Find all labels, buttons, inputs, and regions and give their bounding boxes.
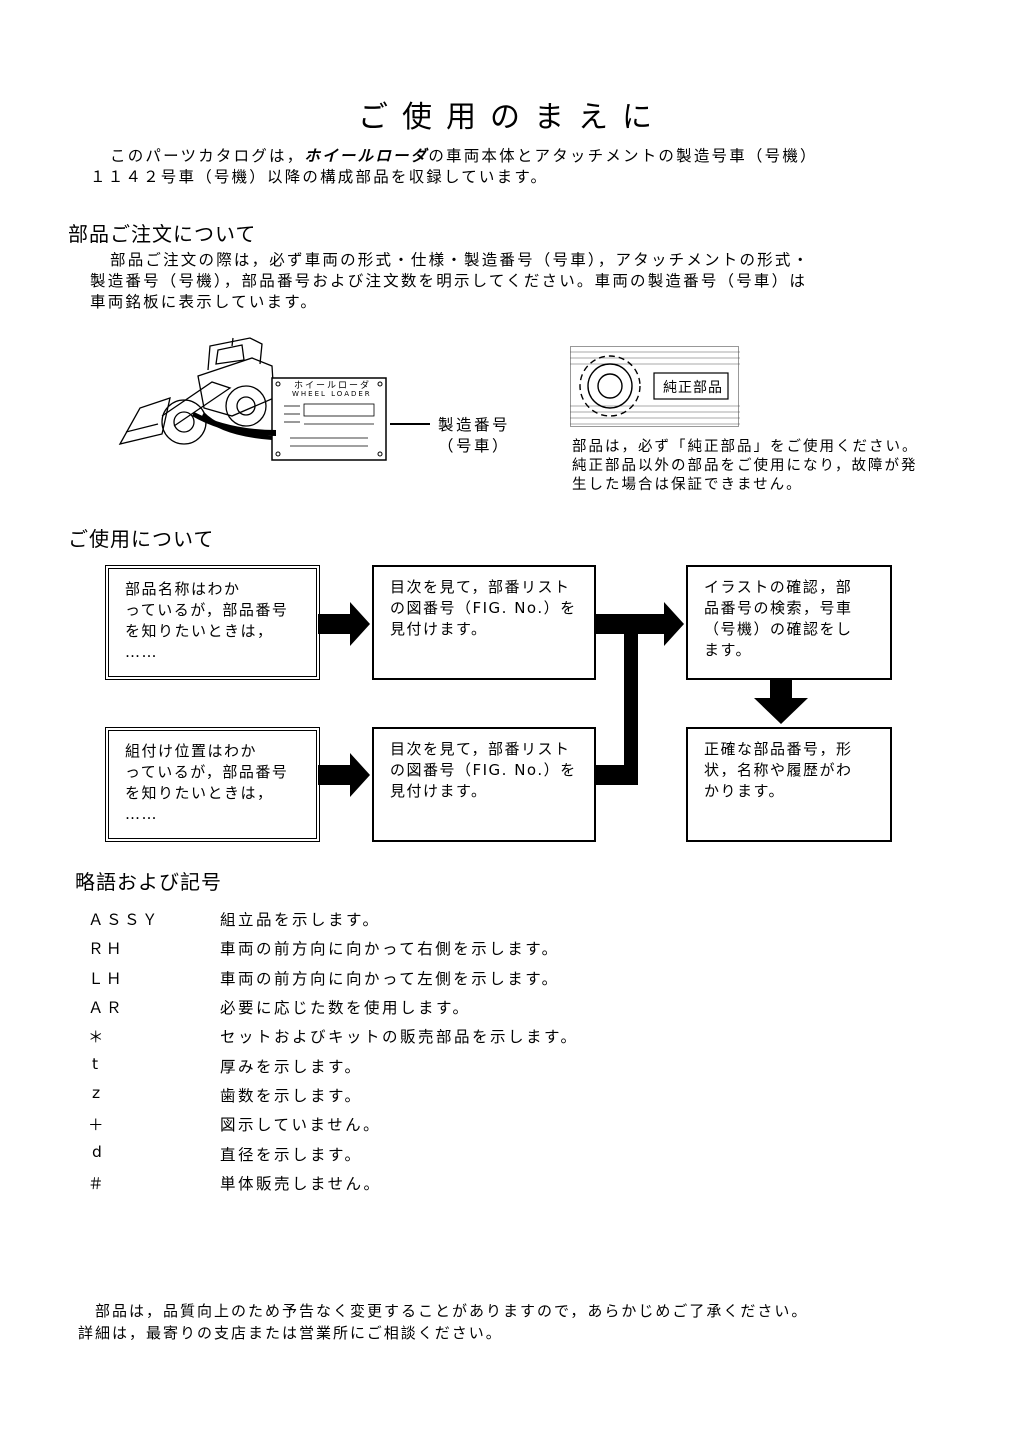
page-title: ご使用のまえに <box>358 100 666 135</box>
footer-line-2: 詳細は，最寄りの支店または営業所にご相談ください。 <box>78 1324 503 1342</box>
flow-arrows <box>318 602 808 797</box>
abbr-heading: 略語および記号 <box>75 870 222 894</box>
abbr-key-10: ＃ <box>88 1175 107 1193</box>
intro-post: の車両本体とアタッチメントの製造号車（号機） <box>428 147 818 165</box>
flow-box-3: イラストの確認，部 品番号の検索，号車 （号機）の確認をし ます。 <box>686 565 892 680</box>
abbr-desc-4: 必要に応じた数を使用します。 <box>220 999 471 1017</box>
plate-subtitle: WHEEL LOADER <box>292 390 372 398</box>
abbr-desc-5: セットおよびキットの販売部品を示します。 <box>220 1028 579 1046</box>
serial-leader-line <box>390 423 430 425</box>
usage-heading: ご使用について <box>68 527 215 551</box>
intro-line-2: １１４２号車（号機）以降の構成部品を収録しています。 <box>90 168 549 186</box>
connector-vertical <box>624 614 638 785</box>
genuine-parts-badge <box>570 346 740 427</box>
abbr-desc-1: 組立品を示します。 <box>220 911 381 929</box>
serial-label-1: 製造番号 <box>438 416 511 434</box>
ordering-line-1: 部品ご注文の際は，必ず車両の形式・仕様・製造番号（号車），アタッチメントの形式・ <box>110 251 811 269</box>
flow-box-2: 目次を見て，部番リスト の図番号（FIG. No.）を 見付けます。 <box>372 565 596 680</box>
genuine-note-3: 生した場合は保証できません。 <box>572 477 803 493</box>
flow-box-6: 正確な部品番号，形 状，名称や履歴がわ かります。 <box>686 727 892 842</box>
abbr-desc-9: 直径を示します。 <box>220 1146 363 1164</box>
genuine-note-1: 部品は，必ず「純正部品」をご使用ください。 <box>572 439 919 455</box>
abbr-desc-3: 車両の前方向に向かって左側を示します。 <box>220 970 560 988</box>
abbr-key-7: z <box>92 1084 103 1102</box>
abbr-key-8: ＋ <box>88 1116 107 1134</box>
arrow-right-3 <box>636 602 684 646</box>
abbr-key-6: t <box>92 1055 101 1073</box>
plate-location-pointer <box>192 412 276 436</box>
ordering-heading: 部品ご注文について <box>68 222 257 246</box>
plate-title: ホイールローダ <box>294 381 372 391</box>
flow-box-4-text: 組付け位置はわか っているが，部品番号 を知りたいときは， …… <box>125 742 289 823</box>
flow-box-2-text: 目次を見て，部番リスト の図番号（FIG. No.）を 見付けます。 <box>390 578 577 638</box>
name-plate-illustration <box>271 377 387 461</box>
abbr-desc-10: 単体販売しません。 <box>220 1175 382 1193</box>
flow-box-1-text: 部品名称はわか っているが，部品番号 を知りたいときは， …… <box>125 580 289 661</box>
intro-pre: このパーツカタログは， <box>110 147 305 165</box>
serial-label-2: （号車） <box>438 437 511 455</box>
abbr-key-5: ＊ <box>88 1028 107 1046</box>
flow-box-5: 目次を見て，部番リスト の図番号（FIG. No.）を 見付けます。 <box>372 727 596 842</box>
intro-brand: ホイールローダ <box>304 147 429 165</box>
abbr-key-9: d <box>92 1143 105 1161</box>
abbr-desc-6: 厚みを示します。 <box>220 1058 363 1076</box>
abbr-key-2: ＲＨ <box>88 940 125 958</box>
flow-box-3-text: イラストの確認，部 品番号の検索，号車 （号機）の確認をし ます。 <box>704 578 853 659</box>
abbr-desc-8: 図示していません。 <box>220 1116 382 1134</box>
intro-line-1: このパーツカタログは，ホイールローダの車両本体とアタッチメントの製造号車（号機） <box>110 146 818 167</box>
abbr-desc-7: 歯数を示します。 <box>220 1087 363 1105</box>
arrow-right-1 <box>318 602 370 646</box>
genuine-note-2: 純正部品以外の部品をご使用になり，故障が発 <box>572 458 918 474</box>
ordering-line-2: 製造番号（号機），部品番号および注文数を明示してください。車両の製造番号（号車）… <box>90 272 808 290</box>
genuine-badge-text: 純正部品 <box>663 380 723 396</box>
ordering-line-3: 車両銘板に表示しています。 <box>90 293 319 311</box>
flow-box-5-text: 目次を見て，部番リスト の図番号（FIG. No.）を 見付けます。 <box>390 740 577 800</box>
abbr-key-4: ＡＲ <box>88 999 125 1017</box>
arrow-down <box>754 680 808 724</box>
abbr-key-3: ＬＨ <box>88 970 125 988</box>
flow-box-6-text: 正確な部品番号，形 状，名称や履歴がわ かります。 <box>704 740 853 800</box>
arrow-right-2 <box>318 753 370 797</box>
footer-line-1: 部品は，品質向上のため予告なく変更することがありますので，あらかじめご了承くださ… <box>95 1302 809 1320</box>
abbr-desc-2: 車両の前方向に向かって右側を示します。 <box>220 940 560 958</box>
abbr-key-1: ＡＳＳＹ <box>88 911 161 929</box>
